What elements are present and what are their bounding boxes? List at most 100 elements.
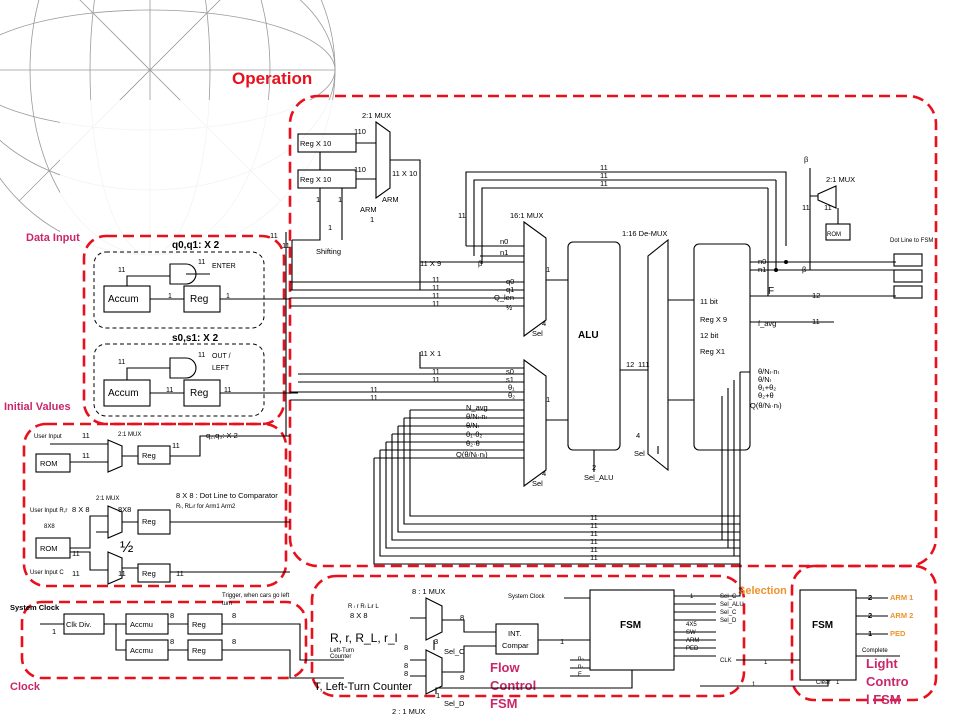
sel-d-label: Sel_D [444,699,465,708]
user-input-c-label: User Input C [30,570,64,576]
fsm-misc-arm: ARM [686,638,699,644]
clear-label: Clear [816,680,830,686]
mux81-label: 8 : 1 MUX [412,587,445,596]
selection-title: Selection [738,585,787,597]
fsm-misc-ped: PED [686,646,699,652]
fsm-out-sel-c: Sel_C [720,594,737,600]
op-w1-c: 1 [328,223,332,232]
reg-out-th12: θ₁+θ₂ [758,383,776,392]
compar-label: Compar [502,641,529,650]
comparator-line-label-2: Rₗ, RLₗr for Arm1 Arm2 [176,504,236,510]
rr-label: R, r, R_L, r_l [330,631,397,645]
arm1-label: ARM 1 [890,593,913,602]
reg-box-iv1 [137,445,171,465]
mux-in-n1: n1 [500,248,508,257]
comparator-line-label: 8 X 8 : Dot Line to Comparator [176,491,278,500]
sel-alu-width: 2 [592,463,596,472]
shifting-label: Shifting [316,247,341,256]
flow-title-2: Control [490,678,536,693]
iv3-width-c: 11 [118,569,126,578]
out-left-label-2: LEFT [212,365,230,372]
x11x9-label: 11 X 9 [420,259,441,268]
bus-w11-7: 11 [370,385,378,394]
op-w1-a: 1 [316,195,320,204]
flow-w8-e: 8 [404,669,408,678]
compar-out-width: 1 [560,637,564,646]
mux21-flow-label: 2 : 1 MUX [392,707,425,716]
half-label: ½ [120,539,133,556]
fsm-out-sel-c2: Sel_C [720,610,737,616]
bus-w11-2: 11 [432,283,440,292]
data-input-title: Data Input [26,232,80,244]
clear-width: 1 [836,680,840,686]
sel-alu-label: Sel_ALU [584,473,614,482]
accmu-label-1: Accmu [130,620,153,629]
user-input-label: User Input [34,434,62,440]
demux-1to16 [647,238,669,472]
alu-label: ALU [578,330,599,341]
fb-w11-top-3: 11 [600,179,608,188]
right-mux-2to1 [817,185,837,209]
s-accum-label: Accum [108,388,139,399]
op-w1-d: 1 [370,215,374,224]
trigger-label-2: turn [222,601,232,607]
user-input-rr-label: User Input R,r [30,508,67,514]
s-enter-width: 11 [198,352,205,359]
arm-label-a: ARM [382,195,399,204]
mux-in-navg: N_avg [466,403,488,412]
reg-label-iv1: Reg [142,451,156,460]
mux-in-th2: θ₂ [508,391,515,400]
demux-in-width: 12 [626,360,634,369]
initial-values-block: User Input ROM 2:1 MUX Reg q₂,q₃: X 2 11… [30,431,290,585]
mux-8to1-flow [425,597,443,641]
s-reg-label: Reg [190,388,208,399]
right-mux-w11-a: 11 [802,203,810,212]
clk-width-8b: 8 [170,637,174,646]
mux-in-s1: s1 [506,375,514,384]
reg-block-line-3: 12 bit [700,331,719,340]
mux-lower-out-width: 1 [546,395,550,404]
fsm-misc-4x5: 4X5 [686,622,697,628]
x8x8-label-iv: 8 X 8 [72,505,90,514]
flow-w8-c: 8 [404,643,408,652]
mux-in-th1: θ₁ [508,383,515,392]
reg-out-thnl: θ/Nₗ [758,375,771,384]
mux-in-qth: Q(θ/Nₗ·nₗ) [456,450,488,459]
rom-label-1: ROM [40,459,58,468]
fb-w11-6: 11 [590,553,598,562]
operation-region [288,94,938,568]
mux-in-half: ½ [506,303,513,312]
mux21-label-iv1: 2:1 MUX [118,432,141,438]
arm-label-b: ARM [360,205,377,214]
system-clock-label: System Clock [10,603,60,612]
rom-box-1 [35,453,71,473]
fb-w11-5: 11 [590,545,598,554]
right-mux-label: 2:1 MUX [826,175,855,184]
mux-2to1-iv1 [107,439,123,473]
clk-div-label: Clk Div. [66,620,91,629]
clk-reg-label-1: Reg [192,620,206,629]
bus-w11-5: 11 [432,367,440,376]
clock-region [20,600,308,680]
fsm-out-sel-alu: Sel_ALU [720,602,744,608]
clock-title: Clock [10,681,41,693]
fsm-out-1: 1 [690,594,694,600]
q-input-group [93,251,265,329]
clk-width-8c: 8 [232,611,236,620]
flow-fsm-label: FSM [620,620,641,631]
t-counter-label: T, Left-Turn Counter [314,681,412,693]
right-mux-w11-b: 11 [824,203,832,212]
fsm-dot-port-1 [893,253,923,267]
q-input-label: q0,q1: X 2 [172,240,220,251]
mux-16to1-lower [523,358,547,488]
mux-2to1-iv3 [107,551,123,585]
clk-width-8d: 8 [232,637,236,646]
sel-lower-width: 4 [542,469,546,478]
initial-values-title: Initial Values [4,401,71,413]
iv3-width-d: 11 [176,569,184,578]
fsm-out-sel-d: Sel_D [720,618,737,624]
mux161-label: 16:1 MUX [510,211,543,220]
accmu-label-2: Accmu [130,646,153,655]
beta-right: β [804,155,809,164]
